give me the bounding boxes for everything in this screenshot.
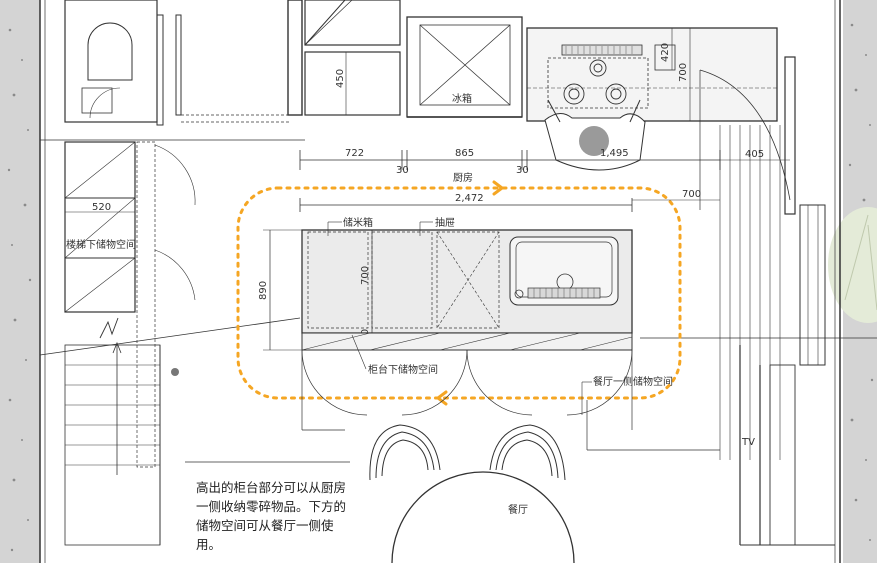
plant-branch-2: [867, 224, 877, 311]
label-rice-box: 储米箱: [343, 216, 373, 229]
fridge-x-2: [419, 24, 511, 106]
wash-basin: [81, 87, 113, 114]
stair-storage-diag-1: [64, 141, 136, 199]
stove-panel: [654, 44, 676, 71]
label-dining-side: 餐厅一侧储物空间: [593, 375, 673, 388]
dim-30-a: 30: [396, 165, 409, 176]
raised-counter: [301, 332, 633, 351]
dim-700-island: 700: [360, 266, 371, 285]
toilet-bowl: [87, 22, 133, 81]
dining-table: [391, 471, 575, 563]
tv-label: TV: [741, 437, 755, 448]
stair-curve: [699, 69, 791, 201]
dim-1495: 1,495: [600, 148, 629, 159]
route-arrow-bottom: [436, 390, 448, 406]
right-pillar: [784, 56, 796, 215]
cabinet-diag: [304, 0, 353, 46]
drawer-unit: [371, 231, 433, 329]
person-figure: [544, 99, 646, 171]
label-kitchen: 厨房: [453, 171, 473, 184]
label-drawer: 抽屉: [435, 216, 455, 229]
stair-storage-block: [64, 141, 136, 313]
raised-counter-diag-2: [369, 332, 441, 351]
label-fridge: 冰箱: [452, 92, 472, 105]
dim-722: 722: [345, 148, 364, 159]
partition-post-1: [156, 14, 164, 126]
dim-405: 405: [745, 149, 764, 160]
dim-450: 450: [335, 69, 346, 88]
right-window-frame-2: [807, 204, 819, 366]
left-stone-wall: [0, 0, 40, 563]
leader-under-counter: [351, 334, 367, 370]
upper-cabinet-top: [304, 0, 400, 46]
dim-ticks-top: [299, 150, 721, 170]
burner-3: [605, 83, 627, 105]
upper-cabinet-wall: [287, 0, 303, 116]
dim-700-top: 700: [678, 63, 689, 82]
drawer-box: [436, 231, 500, 329]
dish-rack-slats: [533, 288, 595, 298]
toilet-room: [64, 0, 158, 123]
faucet: [514, 289, 524, 299]
hood-slats: [565, 46, 633, 54]
partition-post-2: [175, 14, 182, 116]
stair-storage-diag-2: [64, 197, 136, 259]
stair-sloped-line: [39, 317, 301, 356]
label-under-counter: 柜台下储物空间: [368, 363, 438, 376]
lower-stair-steps: [65, 364, 160, 466]
dim-2472: 2,472: [455, 193, 484, 204]
raised-counter-diag-3: [439, 332, 511, 351]
chair-right: [489, 424, 566, 481]
plant-branch-1: [844, 214, 869, 301]
cooktop: [547, 57, 649, 109]
drawer-x-2: [436, 231, 500, 329]
rice-box: [307, 231, 369, 329]
stair-storage-frame: [136, 141, 156, 468]
circulation-route: [236, 186, 682, 400]
label-dining: 餐厅: [508, 503, 528, 516]
stair-door-swing-2: [154, 249, 196, 301]
left-stone-texture: [7, 28, 32, 552]
under-counter-doors: [301, 349, 633, 431]
post-marker: [171, 368, 179, 376]
stair-storage-diag-3: [64, 257, 136, 313]
stair-treads: [719, 125, 781, 460]
dim-30-b: 30: [516, 165, 529, 176]
route-arrow-top: [492, 180, 504, 196]
raised-counter-diag-5: [579, 336, 633, 351]
dim-865: 865: [455, 148, 474, 159]
dim-520: 520: [92, 202, 111, 213]
dim-700-right: 700: [682, 189, 701, 200]
stair-arrow-head: [112, 341, 122, 354]
raised-counter-diag-4: [509, 332, 581, 351]
fridge-inner: [419, 24, 511, 106]
toilet-door-swing: [89, 87, 121, 119]
chair-left: [369, 424, 441, 481]
label-under-stairs: 楼梯下储物空间: [66, 238, 136, 251]
dim-890: 890: [258, 281, 269, 300]
stair-door-swing-1: [154, 144, 196, 206]
burner-2: [589, 59, 607, 77]
right-window-frame: [799, 204, 826, 366]
dim-420: 420: [660, 43, 671, 62]
upper-cabinet: [304, 51, 401, 116]
raised-counter-diag-1: [301, 332, 371, 351]
caption-text: 高出的柜台部分可以从厨房一侧收纳零碎物品。下方的储物空间可从餐厅一侧使用。: [196, 480, 347, 552]
tv-stand: [769, 364, 796, 546]
stove-counter: [526, 27, 778, 122]
break-mark: [99, 317, 119, 339]
burner-1: [563, 83, 585, 105]
upper-cabinet-box: [304, 0, 401, 46]
